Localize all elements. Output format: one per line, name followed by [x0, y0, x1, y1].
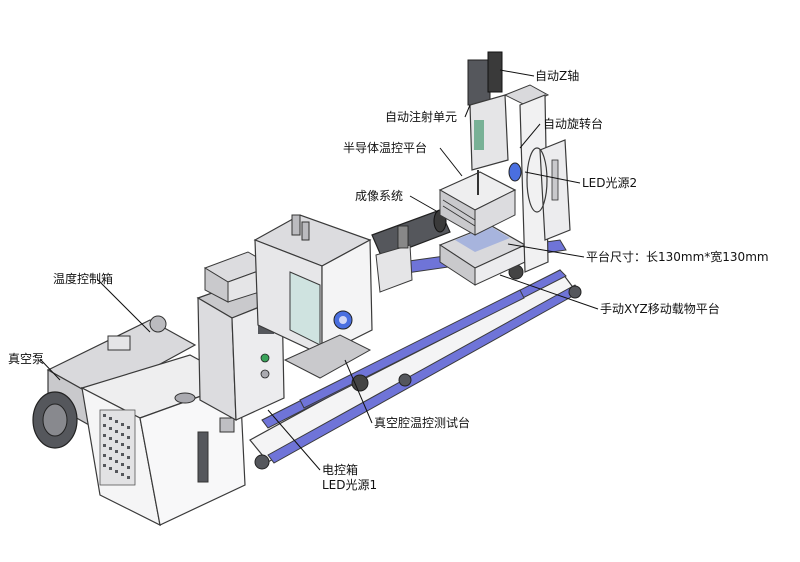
label-vacuum-pump: 真空泵 — [8, 352, 45, 366]
label-electric-box: 电控箱 — [322, 463, 359, 477]
label-temp-control-box: 温度控制箱 — [53, 272, 114, 286]
rotation-stage — [503, 84, 571, 273]
label-injection-unit: 自动注射单元 — [385, 110, 458, 124]
label-led1: LED光源1 — [322, 478, 378, 492]
label-z-axis: 自动Z轴 — [535, 69, 580, 83]
label-platform-size: 平台尺寸：长130mm*宽130mm — [586, 250, 769, 264]
label-xyz-stage: 手动XYZ移动载物平台 — [600, 302, 720, 316]
label-led2: LED光源2 — [582, 176, 638, 190]
vacuum-pump — [32, 315, 197, 449]
label-vacuum-test-stage: 真空腔温控测试台 — [374, 416, 471, 430]
label-imaging-system: 成像系统 — [355, 189, 404, 203]
base-frame — [249, 239, 582, 470]
label-rotation-stage: 自动旋转台 — [543, 117, 604, 131]
temperature-control-box — [80, 354, 246, 527]
label-semiconductor-stage: 半导体温控平台 — [343, 141, 428, 155]
electric-control-box — [196, 251, 285, 422]
z-axis-column — [467, 51, 509, 195]
imaging-system — [371, 209, 451, 293]
leader-lines — [39, 69, 599, 471]
vacuum-chamber — [253, 214, 373, 379]
